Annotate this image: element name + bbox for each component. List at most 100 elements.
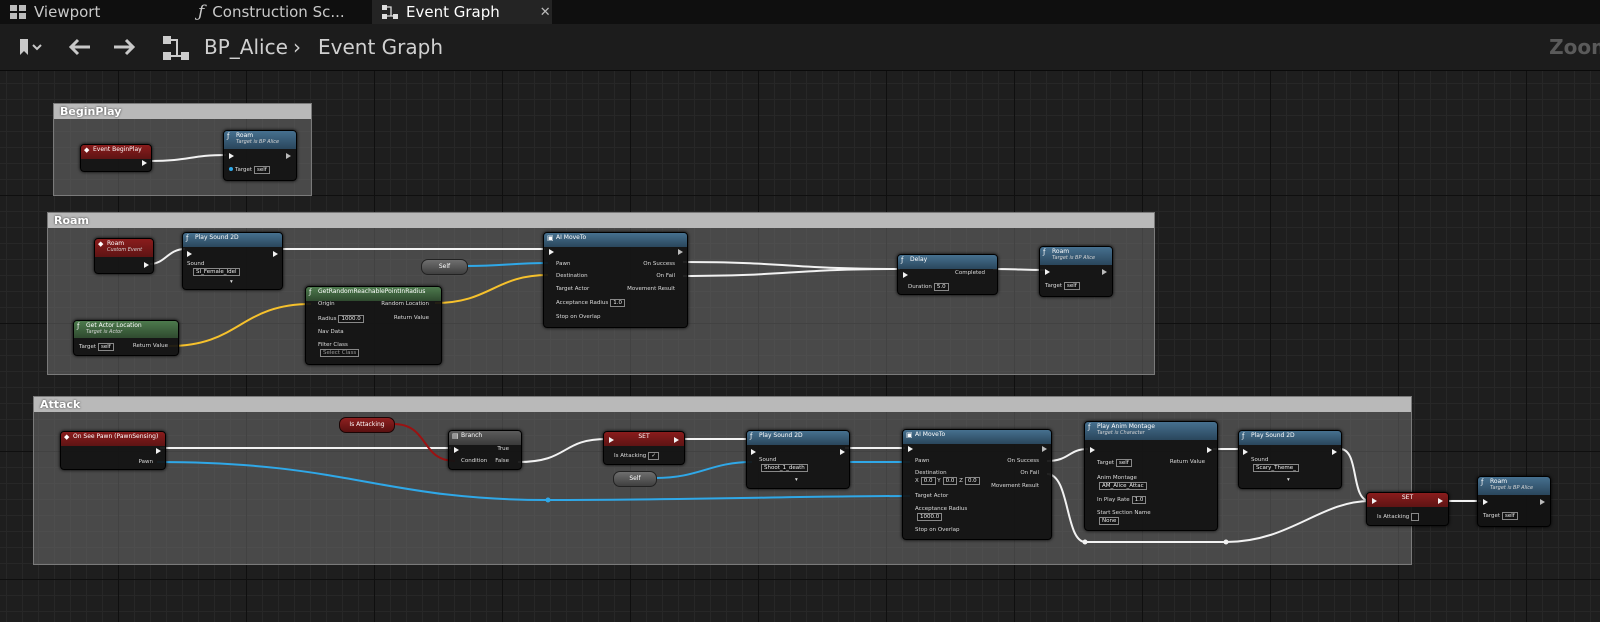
exec-out-pin[interactable] [156,448,161,454]
exec-in-pin[interactable] [1243,449,1248,455]
return-value-pin[interactable]: Return Value [1169,459,1205,465]
chevron-down-icon[interactable]: ▾ [1287,477,1290,483]
return-value-pin[interactable]: Return Value [132,343,168,349]
return-value-pin[interactable]: Return Value [393,315,429,321]
pawn-pin[interactable]: Pawn [915,458,930,464]
stop-on-overlap-pin[interactable]: Stop on Overlap [915,527,960,533]
bookmark-menu-button[interactable] [12,36,48,58]
exec-in-pin[interactable] [187,251,192,257]
movement-result-pin[interactable]: Movement Result [627,286,675,292]
exec-in-pin[interactable] [908,446,913,452]
exec-out-pin[interactable] [1438,498,1443,504]
self-reference-node[interactable]: Self [421,259,468,275]
completed-pin[interactable]: Completed [955,270,985,276]
exec-in-pin[interactable] [229,153,234,159]
event-beginplay-node[interactable]: ◆Event BeginPlay [80,144,152,172]
exec-in-pin[interactable] [1483,499,1488,505]
random-location-pin[interactable]: Random Location [381,301,429,307]
target-actor-pin[interactable]: Target Actor [915,493,949,499]
exec-out-pin[interactable] [144,262,149,268]
exec-in-pin[interactable] [549,249,554,255]
exec-out-pin[interactable] [678,249,683,255]
exec-out-pin[interactable] [1540,499,1545,505]
exec-in-pin[interactable] [751,449,756,455]
exec-out-pin[interactable] [1207,447,1212,453]
checkbox[interactable]: ✓ [648,452,659,460]
is-attacking-getter-node[interactable]: Is Attacking [339,417,395,433]
breadcrumb-blueprint[interactable]: BP_Alice [204,35,288,59]
exec-in-pin[interactable] [454,447,459,453]
stop-on-overlap-pin[interactable]: Stop on Overlap [556,314,601,320]
checkbox[interactable] [1411,513,1420,521]
exec-out-pin[interactable] [286,153,291,159]
exec-in-pin[interactable] [903,272,908,278]
on-success-pin[interactable]: On Success [643,261,675,267]
nav-data-pin[interactable]: Nav Data [318,329,344,335]
forward-button[interactable] [110,36,138,58]
exec-out-pin[interactable] [142,160,147,166]
exec-in-pin[interactable] [1090,447,1095,453]
exec-out-pin[interactable] [1102,269,1107,275]
false-pin[interactable]: False [495,458,509,464]
set-is-attacking-node[interactable]: SET Is Attacking✓ [603,431,685,465]
exec-out-pin[interactable] [273,251,278,257]
pawn-pin[interactable]: Pawn [556,261,571,267]
back-button[interactable] [66,36,94,58]
set-is-attacking-node[interactable]: SET Is Attacking [1366,492,1449,526]
target-actor-pin[interactable]: Target Actor [556,286,590,292]
condition-pin[interactable]: Condition [461,458,488,464]
true-pin[interactable]: True [497,446,509,452]
on-success-pin[interactable]: On Success [1007,458,1039,464]
exec-out-pin[interactable] [840,449,845,455]
on-fail-pin[interactable]: On Fail [1020,470,1039,476]
on-see-pawn-event-node[interactable]: ◆On See Pawn (PawnSensing) Pawn [60,431,166,470]
tab-event-graph[interactable]: Event Graph ✕ [372,0,552,24]
exec-out-pin[interactable] [674,437,679,443]
chevron-down-icon[interactable]: ▾ [795,477,798,483]
destination-pin[interactable]: Destination [556,273,588,279]
exec-in-pin[interactable] [609,437,614,443]
graph-canvas[interactable]: BeginPlay Roam Attack [0,71,1600,622]
chevron-down-icon[interactable]: ▾ [230,279,233,285]
movement-result-pin[interactable]: Movement Result [991,483,1039,489]
exec-in-pin[interactable] [1372,498,1377,504]
is-attacking-pin[interactable]: Is Attacking✓ [614,452,659,460]
origin-pin[interactable]: Origin [318,301,335,307]
exec-out-pin[interactable] [1332,449,1337,455]
exec-in-pin[interactable] [1045,269,1050,275]
is-attacking-pin[interactable]: Is Attacking [1377,513,1420,521]
close-icon[interactable]: ✕ [539,4,551,20]
ai-moveto-node[interactable]: ▣AI MoveTo Pawn Destination Target Actor… [543,232,688,328]
self-reference-node[interactable]: Self [613,471,657,487]
branch-node[interactable]: ▤Branch Condition True False [448,430,522,470]
tab-viewport[interactable]: Viewport [0,0,180,24]
pawn-pin[interactable]: Pawn [138,459,153,465]
